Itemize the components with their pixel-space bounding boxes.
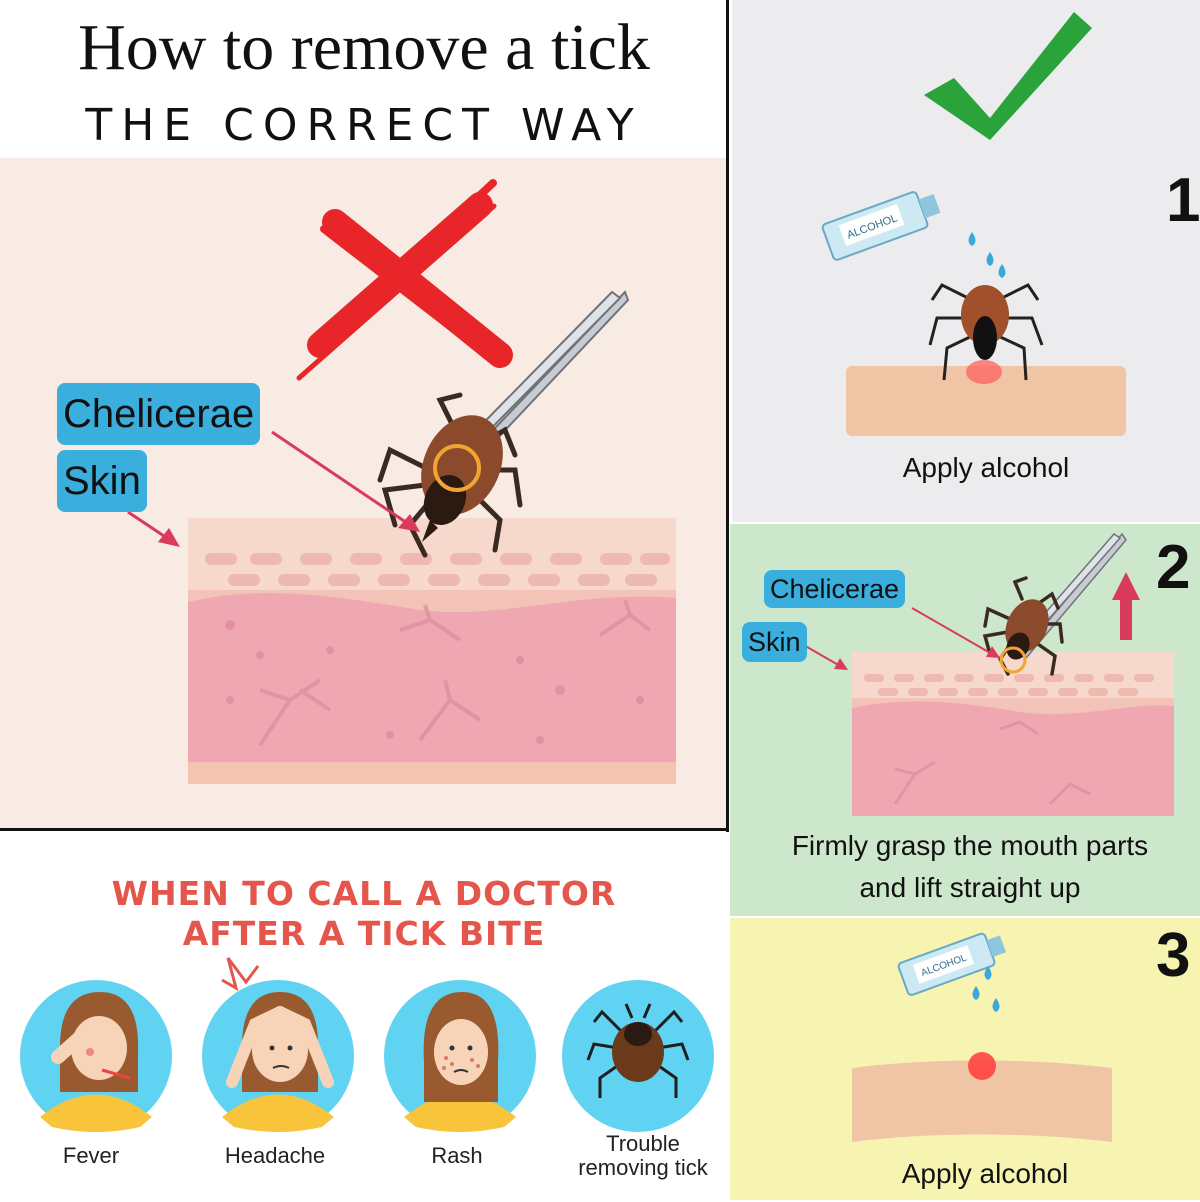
doctor-section: WHEN TO CALL A DOCTOR AFTER A TICK BITE bbox=[0, 832, 728, 1200]
checkmark-icon bbox=[924, 12, 1092, 140]
symptom-fever-label: Fever bbox=[62, 1143, 120, 1168]
skin-surface bbox=[846, 366, 1126, 436]
bite-mark bbox=[968, 1052, 996, 1080]
step-2-caption-line-1: Firmly grasp the mouth parts bbox=[791, 830, 1149, 861]
pointer-arrows bbox=[127, 430, 420, 547]
symptom-headache-label: Headache bbox=[224, 1143, 326, 1168]
wrong-cross-icon bbox=[296, 179, 513, 381]
tick-icon bbox=[928, 283, 1044, 381]
skin-surface bbox=[852, 1060, 1112, 1142]
headache-person-icon bbox=[202, 957, 354, 1132]
skin-label: Skin bbox=[742, 622, 807, 662]
step-2-number: 2 bbox=[1156, 533, 1191, 602]
page-subtitle: THE CORRECT WAY bbox=[85, 100, 643, 151]
step-2-caption-line-2: and lift straight up bbox=[859, 872, 1081, 903]
left-panel: How to remove a tick THE CORRECT WAY bbox=[0, 0, 728, 830]
tick-icon bbox=[562, 980, 714, 1132]
page-title: How to remove a tick bbox=[78, 11, 650, 84]
chelicerae-label: Chelicerae bbox=[764, 570, 906, 608]
skin-cross-section bbox=[188, 518, 676, 784]
horizontal-divider bbox=[0, 828, 729, 831]
doctor-title-line-1: WHEN TO CALL A DOCTOR bbox=[111, 874, 617, 913]
symptom-rash-label: Rash bbox=[431, 1143, 483, 1168]
symptom-trouble-label-line-1: Trouble bbox=[606, 1131, 680, 1156]
alcohol-bottle-icon: ALCOHOL bbox=[897, 932, 1007, 996]
step-1-panel: ALCOHOL 1 Apply alcohol bbox=[732, 0, 1200, 522]
wrong-method-panel bbox=[0, 158, 726, 828]
fever-person-icon bbox=[20, 980, 172, 1132]
vertical-divider bbox=[726, 0, 729, 832]
pointer-arrows bbox=[801, 607, 1000, 670]
doctor-title-line-2: AFTER A TICK BITE bbox=[182, 914, 546, 953]
grip-highlight-circle bbox=[433, 444, 481, 492]
rash-person-icon bbox=[384, 980, 536, 1132]
skin-cross-section bbox=[852, 652, 1174, 816]
drops bbox=[968, 232, 1006, 278]
step-3-panel: ALCOHOL 3 Apply alcohol bbox=[730, 918, 1200, 1200]
step-3-number: 3 bbox=[1156, 921, 1191, 990]
alcohol-bottle-icon: ALCOHOL bbox=[821, 191, 941, 261]
grip-highlight-circle bbox=[999, 646, 1027, 674]
skin-label: Skin bbox=[57, 450, 147, 512]
lift-up-arrow-icon bbox=[1112, 572, 1140, 640]
chelicerae-label: Chelicerae bbox=[57, 383, 261, 445]
step-1-number: 1 bbox=[1166, 166, 1200, 235]
step-1-caption: Apply alcohol bbox=[902, 452, 1070, 483]
symptom-trouble-label-line-2: removing tick bbox=[578, 1155, 708, 1180]
step-3-caption: Apply alcohol bbox=[901, 1158, 1069, 1189]
step-2-panel: 2 Firmly grasp the mouth parts and lift … bbox=[730, 524, 1200, 916]
drops bbox=[972, 966, 1000, 1012]
